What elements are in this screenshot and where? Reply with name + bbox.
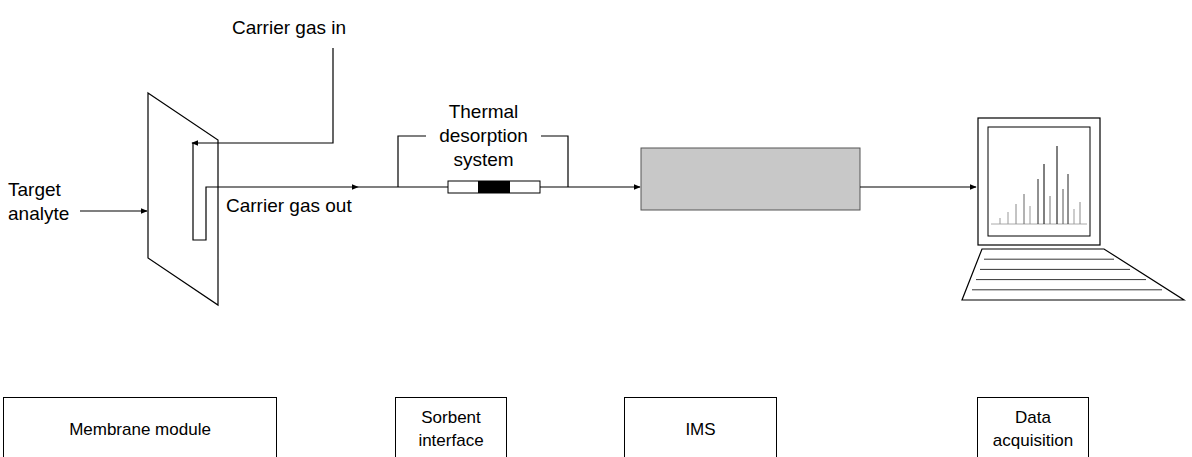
process-box: IMS — [624, 397, 777, 457]
part-label: Carrier gas in — [232, 16, 402, 40]
peak — [1016, 204, 1017, 224]
membrane-plate — [148, 93, 218, 305]
peak — [1050, 196, 1051, 224]
carrier-out-line — [193, 143, 358, 240]
keyboard-rows — [972, 259, 1162, 290]
peak — [1080, 202, 1081, 224]
box-label: Sorbent interface — [396, 406, 506, 452]
monitor — [978, 118, 1100, 245]
carrier-in-line — [192, 48, 333, 143]
box-content: Sorbent interface — [396, 398, 506, 452]
gas-lines — [80, 48, 976, 240]
peak — [1074, 209, 1075, 224]
part-label: Thermal desorption system — [427, 100, 540, 172]
laptop — [962, 118, 1184, 300]
ims-to-pc-arrow — [860, 186, 976, 187]
process-box: Data acquisition — [977, 397, 1089, 457]
peak — [1044, 164, 1045, 224]
keyboard — [962, 249, 1184, 300]
box-content: IMS — [625, 398, 776, 441]
box-content: Data acquisition — [978, 398, 1088, 452]
key-row — [976, 279, 1146, 280]
box-content: Membrane module — [4, 398, 276, 441]
sorbent-bed — [478, 181, 510, 193]
peak — [1030, 206, 1031, 224]
process-box: Sorbent interface — [395, 397, 507, 457]
box-label: Membrane module — [4, 418, 276, 441]
peak — [1000, 218, 1001, 224]
process-box: Membrane module — [3, 397, 277, 457]
peak — [1057, 146, 1058, 224]
box-label: IMS — [625, 418, 776, 441]
tube-to-ims-arrow — [540, 186, 640, 187]
box-label: Data acquisition — [978, 406, 1088, 452]
peak — [1068, 174, 1069, 224]
peak — [1038, 179, 1039, 224]
peak — [1063, 189, 1064, 224]
screen — [988, 127, 1090, 236]
part-label: Target analyte — [8, 178, 78, 226]
spectrum — [991, 146, 1087, 224]
sorbent-tube — [448, 181, 540, 193]
peak — [1024, 194, 1025, 224]
peak — [1008, 212, 1009, 224]
key-row — [984, 259, 1114, 260]
baseline — [991, 224, 1087, 225]
key-row — [980, 269, 1130, 270]
part-label: Carrier gas out — [226, 194, 386, 218]
ims-unit — [641, 148, 860, 210]
analyte-arrow — [80, 210, 147, 211]
key-row — [972, 289, 1162, 290]
tube-feed-line — [358, 186, 448, 187]
